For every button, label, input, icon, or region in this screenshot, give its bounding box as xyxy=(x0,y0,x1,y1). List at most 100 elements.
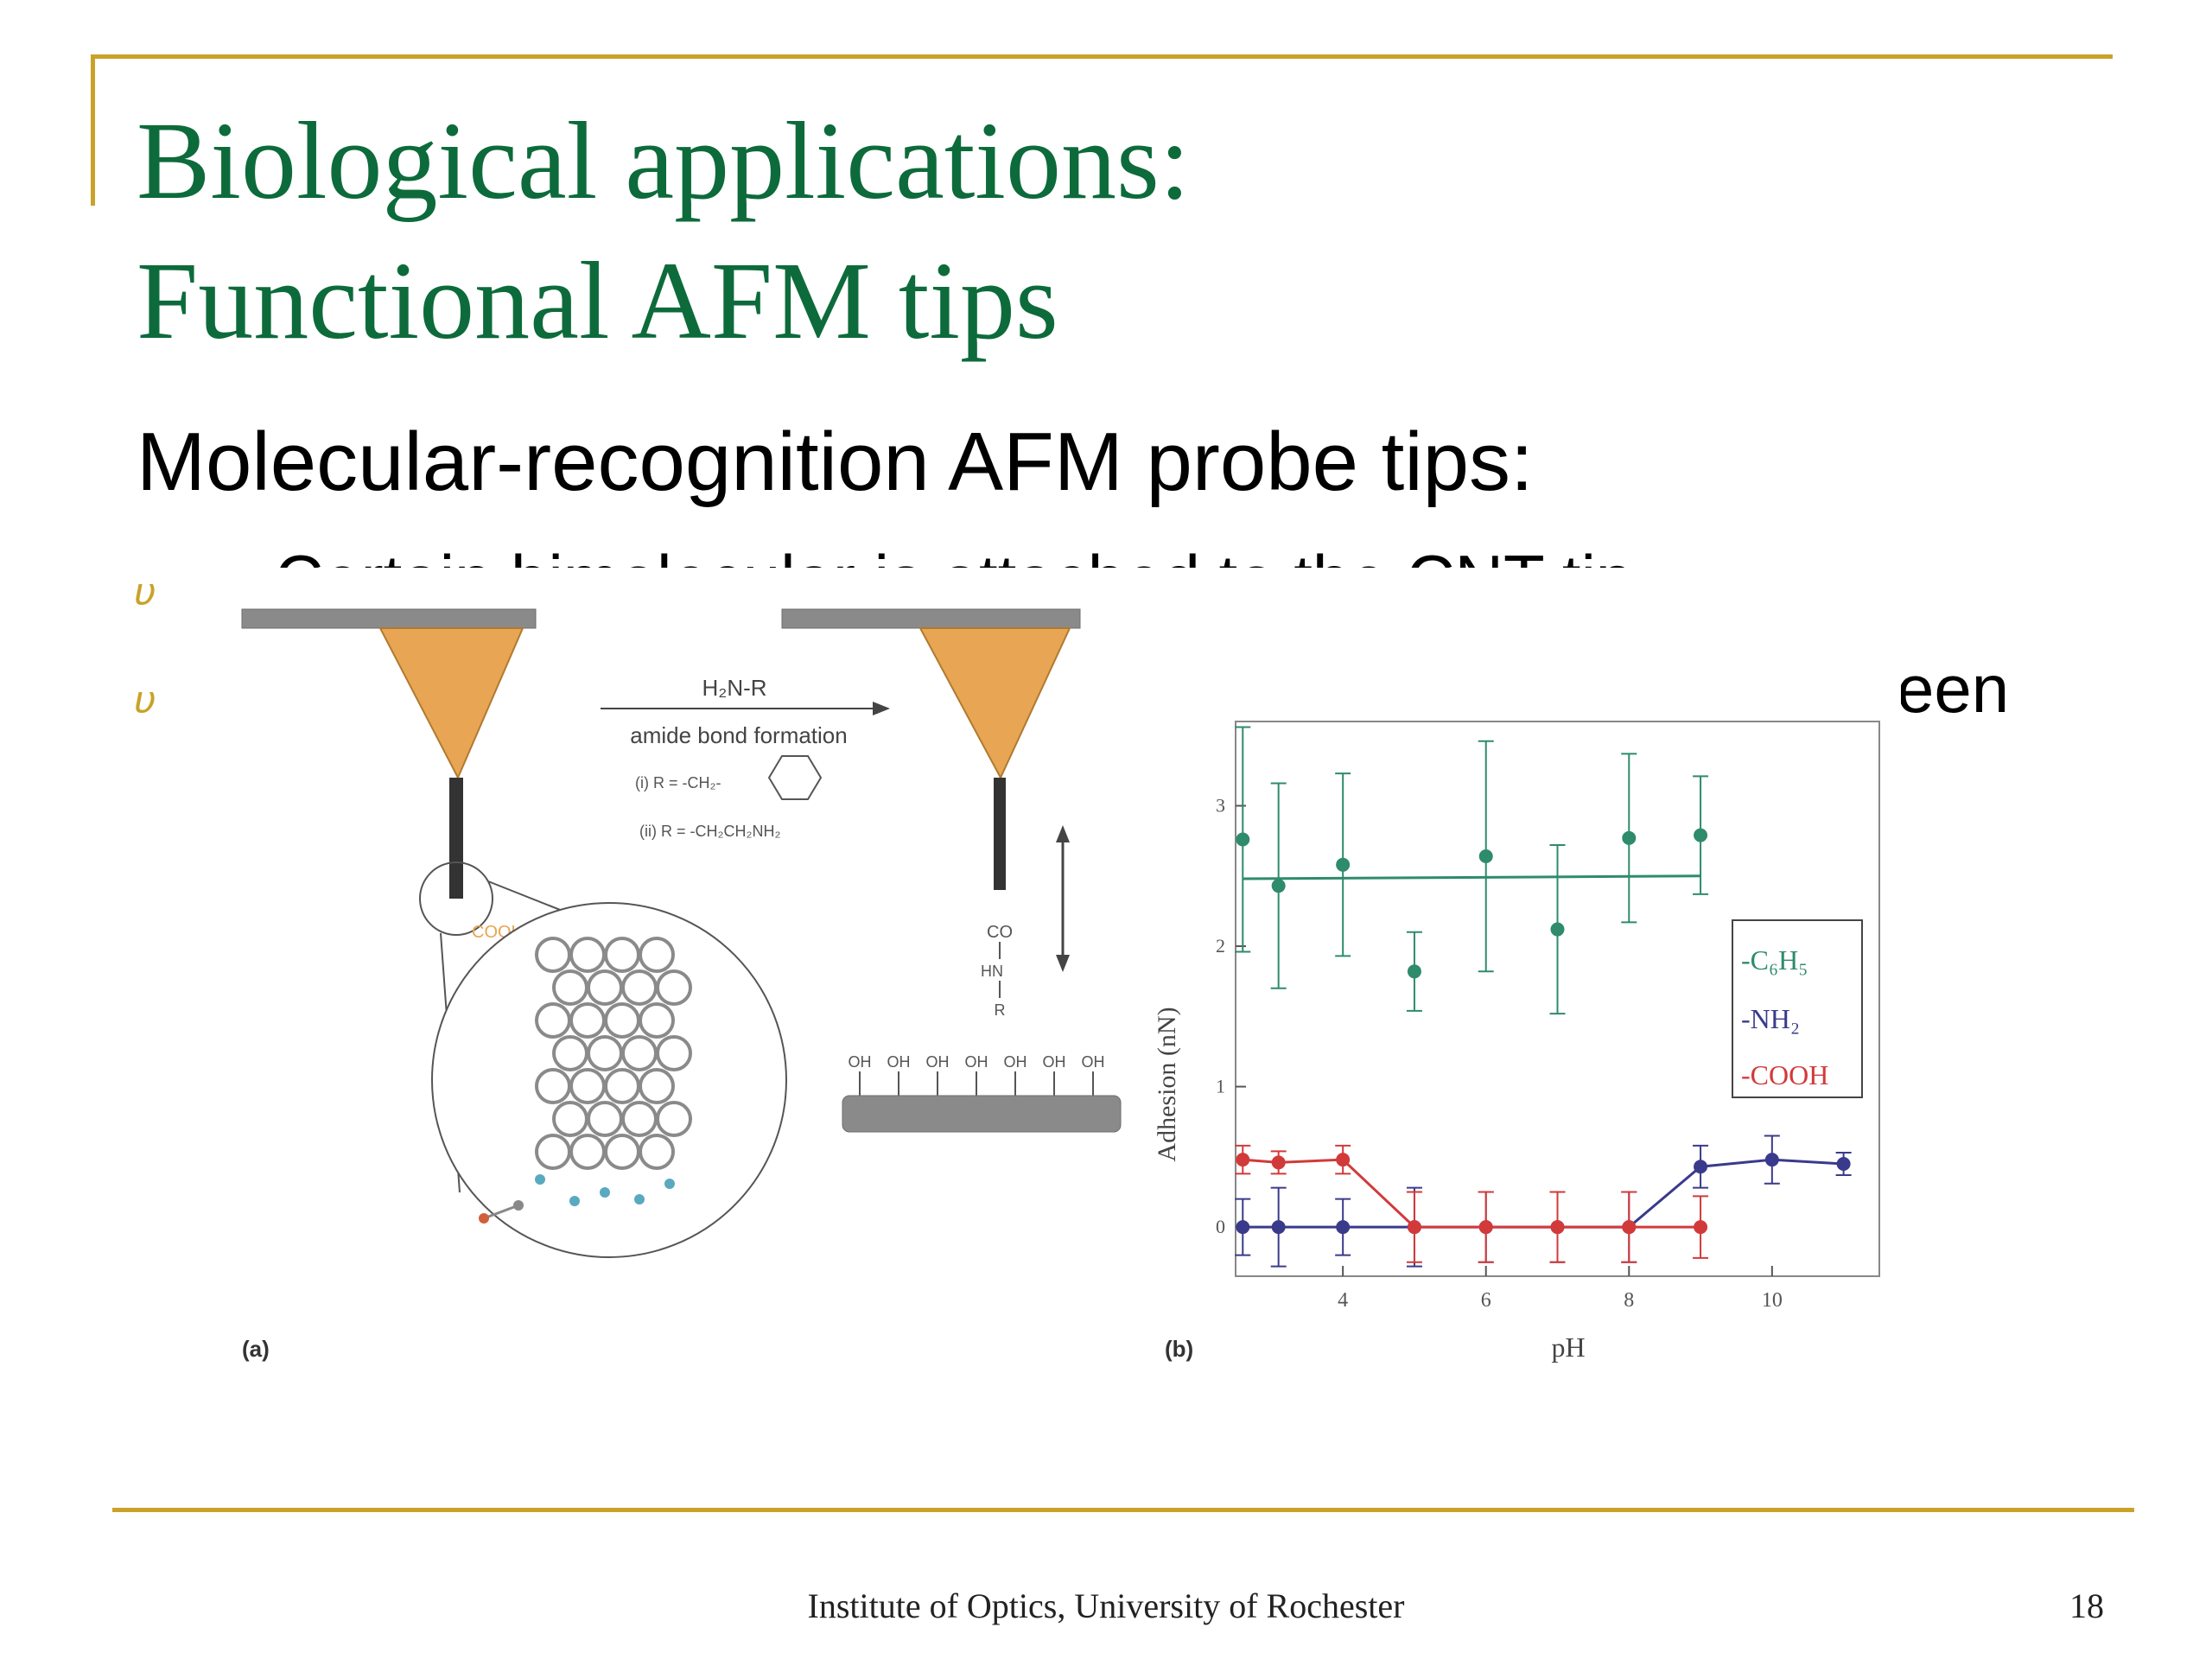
benzene-ring-icon xyxy=(767,755,823,800)
left-cantilever xyxy=(241,608,537,629)
legend-entry-cooh: -COOH xyxy=(1741,1059,1828,1090)
reaction-arrowhead xyxy=(873,702,890,715)
data-point-cooh xyxy=(1271,1155,1286,1170)
chart-y-tick-label: 1 xyxy=(1216,1076,1225,1097)
panel-a-label: (a) xyxy=(242,1336,270,1362)
series-fit-line-c6h5 xyxy=(1243,874,1701,880)
slide-title: Biological applications: Functional AFM … xyxy=(137,91,1190,371)
nanotube-lattice xyxy=(479,937,692,1224)
functional-group-atom xyxy=(634,1194,645,1205)
left-cnt xyxy=(449,778,463,899)
panel-b-label: (b) xyxy=(1165,1336,1193,1362)
chart-y-tick-label: 0 xyxy=(1216,1216,1225,1237)
adhesion-chart: 0 1 2 3 4 6 8 10 xyxy=(1216,726,1852,1312)
page-number: 18 xyxy=(2069,1586,2104,1625)
section-heading: Molecular-recognition AFM probe tips: xyxy=(137,416,1534,508)
oh-label: OH xyxy=(1043,1053,1066,1071)
oh-label: OH xyxy=(887,1053,911,1071)
left-accent-rule xyxy=(91,54,95,206)
co-label: CO xyxy=(987,923,1013,942)
functional-group-atom xyxy=(535,1174,545,1185)
nanotube-hexagon xyxy=(656,1035,692,1071)
data-point-c6h5 xyxy=(1622,830,1637,845)
data-point-cooh xyxy=(1478,1220,1493,1235)
footer-institution: Institute of Optics, University of Roche… xyxy=(807,1586,1405,1625)
data-point-cooh xyxy=(1550,1220,1565,1235)
nanotube-hexagon xyxy=(639,1134,675,1170)
carbon-atom xyxy=(513,1200,524,1211)
zoom-circle-large xyxy=(431,902,787,1258)
bullet-2-visible-fragment: een xyxy=(1897,651,2010,727)
chart-y-tick-label: 2 xyxy=(1216,935,1225,957)
right-afm-tip xyxy=(918,627,1071,780)
data-point-cooh xyxy=(1336,1153,1351,1167)
oh-label: OH xyxy=(965,1053,988,1071)
bullet-marker-2: υ xyxy=(134,678,156,722)
data-point-c6h5 xyxy=(1336,857,1351,872)
series-line-cooh xyxy=(1243,1158,1701,1229)
hn-label: HN xyxy=(981,963,1003,980)
nanotube-hexagon xyxy=(639,1002,675,1039)
data-point-c6h5 xyxy=(1407,964,1421,979)
oh-label: OH xyxy=(1004,1053,1027,1071)
top-accent-rule xyxy=(91,54,2113,59)
substrate xyxy=(842,1095,1122,1133)
bullet-1-clipped: Certain bimolecular is attached to the C… xyxy=(275,540,1830,568)
data-point-nh2 xyxy=(1836,1156,1851,1171)
chart-y-axis-label: Adhesion (nN) xyxy=(1153,1007,1181,1161)
data-point-c6h5 xyxy=(1478,849,1493,864)
chart-legend xyxy=(1732,919,1863,1098)
oxygen-atom xyxy=(479,1213,489,1224)
data-point-c6h5 xyxy=(1271,879,1286,893)
data-point-cooh xyxy=(1694,1220,1708,1235)
r-label: R xyxy=(995,1001,1006,1019)
nanotube-hexagon xyxy=(639,1068,675,1104)
reagent-label: H₂N-R xyxy=(702,675,766,701)
slide-title-line1: Biological applications: xyxy=(137,99,1191,222)
functional-group-atom xyxy=(664,1179,675,1189)
data-point-c6h5 xyxy=(1236,832,1250,847)
data-point-nh2 xyxy=(1336,1220,1351,1235)
legend-entry-nh2: -NH₂ xyxy=(1741,1003,1800,1034)
data-point-c6h5 xyxy=(1694,828,1708,842)
functional-group-atom xyxy=(569,1196,580,1206)
chart-x-tick-label: 8 xyxy=(1624,1289,1634,1312)
data-point-cooh xyxy=(1407,1220,1421,1235)
data-point-nh2 xyxy=(1236,1220,1250,1235)
bullet-marker-1: υ xyxy=(134,570,156,614)
data-point-cooh xyxy=(1622,1220,1637,1235)
afm-figure: CO OH H₂N-R amide bond formation (i) R = … xyxy=(233,596,1901,1374)
option-ii-label: (ii) R = -CH₂CH₂NH₂ xyxy=(639,823,780,840)
nanotube-hexagon xyxy=(656,969,692,1006)
slide-title-line2: Functional AFM tips xyxy=(137,239,1058,362)
zoom-circle-small xyxy=(419,861,493,936)
right-cantilever xyxy=(781,608,1081,629)
attached-molecule-bond xyxy=(483,1204,519,1220)
functional-group-atom xyxy=(600,1187,610,1198)
option-i-label: (i) R = -CH₂- xyxy=(635,774,721,791)
data-point-cooh xyxy=(1236,1153,1250,1167)
left-afm-tip xyxy=(378,627,524,780)
nanotube-hexagon xyxy=(656,1101,692,1137)
bottom-accent-rule xyxy=(112,1508,2134,1512)
bullet-1-text: Certain bimolecular is attached to the C… xyxy=(275,540,1830,568)
nanotube-hexagon xyxy=(639,937,675,973)
chart-x-tick-label: 6 xyxy=(1481,1289,1491,1312)
legend-entry-c6h5: -C₆H₅ xyxy=(1741,944,1808,976)
chart-x-axis-label: pH xyxy=(1551,1332,1585,1363)
data-point-c6h5 xyxy=(1550,922,1565,937)
data-point-nh2 xyxy=(1694,1160,1708,1174)
chart-x-tick-label: 10 xyxy=(1762,1289,1783,1312)
oh-label: OH xyxy=(849,1053,872,1071)
oh-label: OH xyxy=(926,1053,950,1071)
data-point-nh2 xyxy=(1764,1153,1779,1167)
force-arrowhead-down xyxy=(1056,955,1070,972)
data-point-nh2 xyxy=(1271,1220,1286,1235)
right-cnt xyxy=(994,778,1006,890)
reaction-name-label: amide bond formation xyxy=(630,722,847,748)
afm-figure-svg: CO OH H₂N-R amide bond formation (i) R = … xyxy=(241,608,1880,1363)
chart-x-tick-label: 4 xyxy=(1338,1289,1348,1312)
chart-y-tick-label: 3 xyxy=(1216,795,1225,817)
force-arrowhead-up xyxy=(1056,825,1070,842)
